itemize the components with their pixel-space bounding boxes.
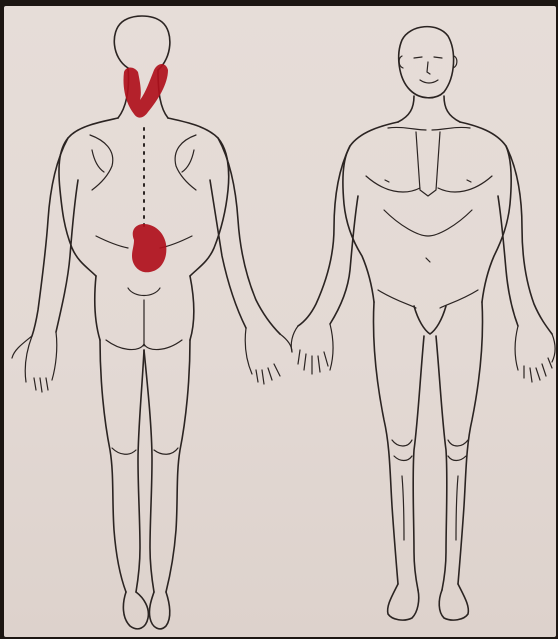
front-view-figure: [291, 27, 555, 620]
back-view-figure: [12, 16, 292, 629]
front-arm-right: [498, 146, 552, 334]
back-foot-right: [149, 592, 169, 629]
front-hand-left: [291, 324, 333, 374]
back-torso-left: [59, 118, 118, 276]
front-torso-right: [460, 122, 511, 302]
back-knee-left: [112, 448, 136, 454]
back-foot-left: [123, 592, 148, 629]
back-leg-right-inner: [144, 350, 154, 592]
back-scapula-right: [175, 135, 196, 190]
back-arm-right: [210, 138, 280, 334]
front-pectorals: [366, 176, 492, 192]
back-knee-right: [154, 448, 178, 454]
back-arm-left: [32, 138, 78, 336]
back-leg-left: [100, 340, 126, 592]
front-clavicles: [388, 127, 470, 130]
front-hand-right: [515, 326, 555, 382]
back-leg-left-inner: [136, 350, 144, 592]
front-arm-left: [298, 146, 358, 326]
front-torso-left: [343, 122, 398, 302]
pain-region-neck: [123, 64, 168, 118]
front-leg-right: [458, 302, 483, 584]
front-knee-left: [392, 440, 412, 461]
front-leg-right-inner: [436, 336, 447, 590]
back-scapula-detail-left: [92, 150, 104, 172]
front-sternum: [416, 132, 440, 196]
front-face: [414, 57, 442, 83]
front-pelvis: [378, 290, 478, 308]
back-head: [114, 16, 170, 70]
back-scapula-left: [90, 135, 113, 190]
pain-region-lower-back: [132, 224, 166, 272]
front-foot-left: [388, 584, 419, 620]
front-neck: [398, 96, 460, 122]
front-leg-left-inner: [413, 336, 424, 590]
front-shin-right: [456, 476, 458, 540]
front-shin-left: [402, 476, 404, 540]
front-nipples: [385, 180, 471, 182]
back-hand-right: [245, 328, 292, 384]
front-knee-right: [448, 440, 468, 461]
front-head: [399, 27, 454, 98]
front-groin: [414, 306, 446, 334]
back-scapula-detail-right: [182, 150, 194, 172]
front-navel: [426, 258, 430, 262]
back-leg-right: [166, 340, 190, 592]
back-waist-left: [96, 236, 128, 248]
front-foot-right: [439, 584, 468, 620]
back-sacrum: [128, 288, 160, 296]
back-hand-left: [12, 332, 57, 392]
front-ribs: [384, 210, 472, 236]
